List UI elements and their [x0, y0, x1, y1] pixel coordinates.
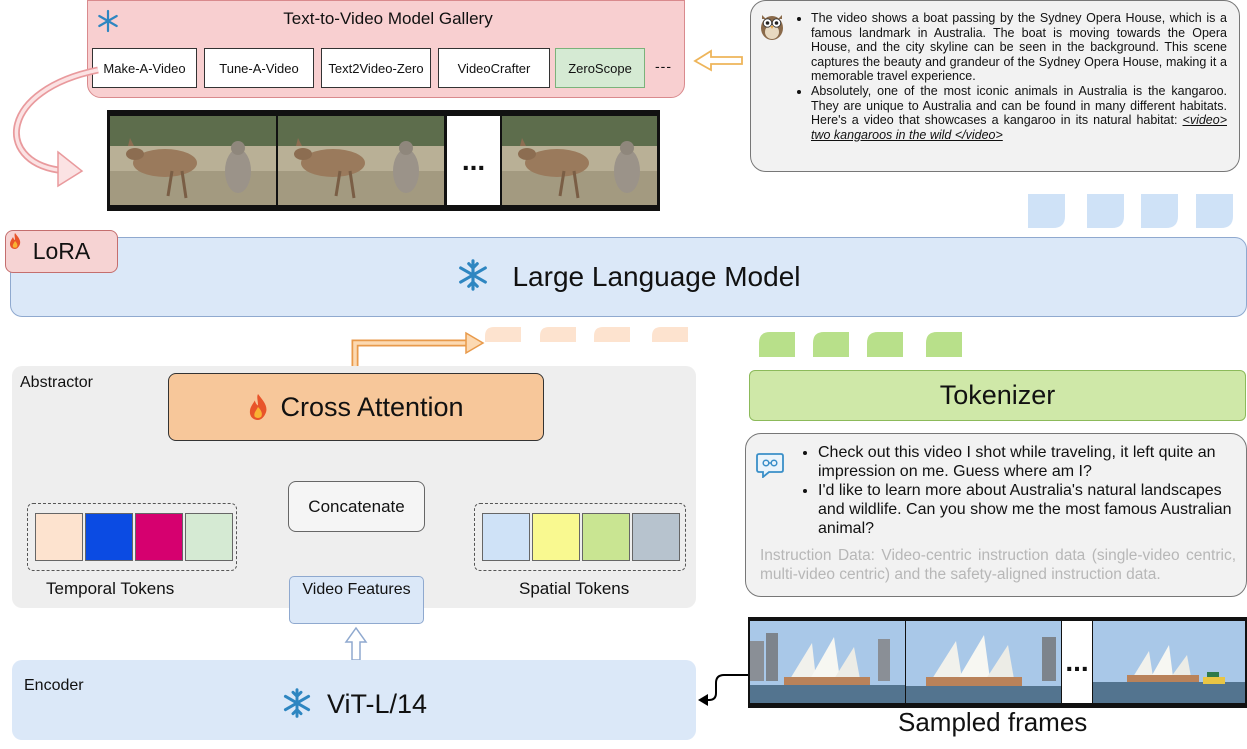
vit-label: ViT-L/14 — [326, 689, 428, 719]
snowflake-icon — [98, 9, 118, 33]
lora-adapter: LoRA — [5, 230, 118, 273]
temporal-token — [35, 513, 83, 561]
spatial-tokens-label: Spatial Tokens — [519, 579, 630, 598]
instruction-item: Check out this video I shot while travel… — [818, 443, 1236, 481]
response-chat-box: The video shows a boat passing by the Sy… — [750, 0, 1240, 172]
generated-video-strip: ... — [107, 110, 660, 211]
spatial-token — [582, 513, 630, 561]
spatial-token — [632, 513, 680, 561]
owl-icon — [761, 15, 783, 40]
instruction-list: Check out this video I shot while travel… — [800, 443, 1236, 538]
kangaroo-frame — [278, 116, 444, 205]
flame-icon — [10, 233, 21, 249]
temporal-token — [185, 513, 233, 561]
opera-house-frame — [1093, 621, 1245, 703]
opera-house-frame — [750, 621, 905, 703]
gallery-title: Text-to-Video Model Gallery — [283, 9, 493, 28]
response-list: The video shows a boat passing by the Sy… — [793, 11, 1227, 142]
response-to-gallery-arrow — [693, 49, 743, 72]
model-videocrafter: VideoCrafter — [438, 48, 550, 88]
kangaroo-frame — [502, 116, 657, 205]
cross-attention-label: Cross Attention — [280, 391, 464, 422]
tokenizer: Tokenizer — [749, 370, 1246, 421]
model-text2video-zero: Text2Video-Zero — [321, 48, 431, 88]
gallery-more: --- — [655, 58, 672, 74]
model-make-a-video: Make-A-Video — [92, 48, 197, 88]
lora-label: LoRA — [32, 238, 91, 264]
snowflake-icon — [283, 688, 311, 718]
tokenizer-label: Tokenizer — [939, 380, 1056, 410]
llm-label: Large Language Model — [512, 261, 801, 292]
flame-icon — [250, 394, 267, 420]
encoder-label: Encoder — [24, 677, 84, 694]
spatial-token-group — [474, 503, 686, 571]
sampled-frames-strip: ... — [748, 617, 1247, 708]
cross-attention: Cross Attention — [168, 373, 544, 441]
opera-house-frame — [906, 621, 1061, 703]
spatial-token — [482, 513, 530, 561]
instruction-chat-box: Check out this video I shot while travel… — [745, 433, 1247, 597]
encoder-panel: ViT-L/14 — [12, 660, 696, 740]
video-tag: <video> two kangaroos in the wild </vide… — [811, 113, 1227, 142]
response-item: Absolutely, one of the most iconic anima… — [811, 84, 1227, 142]
snowflake-icon — [459, 259, 488, 291]
spatial-token — [532, 513, 580, 561]
temporal-tokens-label: Temporal Tokens — [46, 579, 175, 598]
response-item: The video shows a boat passing by the Sy… — [811, 11, 1227, 84]
concatenate-label: Concatenate — [308, 496, 405, 516]
sampled-frames-label: Sampled frames — [898, 707, 1088, 737]
large-language-model: Large Language Model — [10, 237, 1247, 317]
model-gallery: Text-to-Video Model Gallery Make-A-Video… — [87, 0, 685, 98]
video-features-block: Video Features — [289, 576, 424, 624]
encoder-to-features-arrow — [344, 626, 368, 661]
temporal-token-group — [27, 503, 237, 571]
model-zeroscope: ZeroScope — [555, 48, 645, 88]
temporal-token — [135, 513, 183, 561]
concatenate-block: Concatenate — [288, 481, 425, 532]
model-tune-a-video: Tune-A-Video — [204, 48, 314, 88]
instruction-item: I'd like to learn more about Australia's… — [818, 481, 1236, 538]
instruction-data-note: Instruction Data: Video-centric instruct… — [760, 547, 1236, 583]
video-ellipsis: ... — [447, 116, 500, 205]
chat-bubble-icon — [756, 453, 784, 478]
kangaroo-frame — [110, 116, 276, 205]
frames-ellipsis: ... — [1062, 621, 1092, 703]
abstractor-label: Abstractor — [20, 374, 93, 391]
temporal-token — [85, 513, 133, 561]
